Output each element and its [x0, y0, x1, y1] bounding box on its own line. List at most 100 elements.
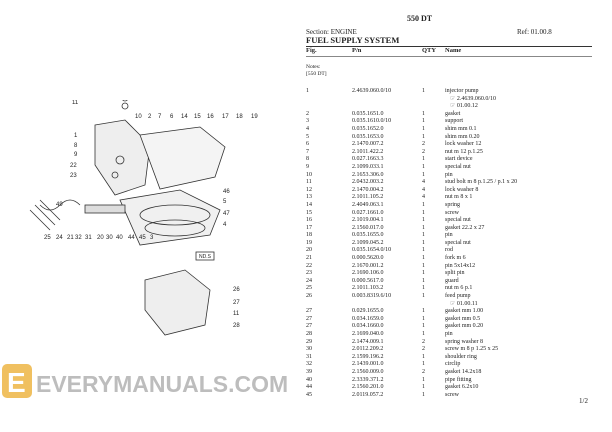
cell-fig: 9 — [306, 163, 309, 170]
page-title: FUEL SUPPLY SYSTEM — [306, 35, 400, 45]
callout-number: 44 — [128, 235, 135, 241]
cell-qty: 2 — [422, 346, 425, 353]
cell-fig: 1 — [306, 88, 309, 94]
cell-qty: 1 — [422, 353, 425, 360]
cell-pn: 2.1470.007.2 — [352, 141, 384, 148]
cell-pn: 2.0112.209.2 — [352, 346, 384, 353]
cell-name: pipe fitting — [445, 376, 472, 383]
cell-fig: 32 — [306, 361, 312, 368]
cross-ref[interactable]: ☞ 01.00.12 — [306, 103, 566, 111]
exploded-diagram: 1312111892223491027614151617181946547425… — [29, 100, 258, 336]
cell-fig: 27 — [306, 315, 312, 322]
cell-name: screw — [445, 209, 459, 216]
callout-number: 19 — [251, 114, 258, 120]
cell-qty: 1 — [422, 133, 425, 140]
cell-qty: 1 — [422, 285, 425, 292]
cell-fig: 11 — [306, 179, 312, 186]
cross-ref[interactable]: ☞ 01.00.11 — [306, 301, 566, 309]
cell-name: gasket — [445, 110, 461, 117]
cross-ref[interactable]: ☞ 2.4639.060.0/10 — [306, 96, 566, 104]
cell-fig: 30 — [306, 346, 312, 353]
cross-ref-link[interactable]: ☞ 01.00.11 — [450, 300, 478, 307]
header-rule — [306, 45, 592, 47]
cell-name: feed pump — [445, 293, 471, 300]
cell-name: split pin — [445, 270, 465, 277]
cell-fig: 16 — [306, 217, 312, 224]
cell-qty: 1 — [422, 293, 425, 300]
cell-pn: 2.1560.017.0 — [352, 224, 384, 231]
cross-ref-link[interactable]: ☞ 2.4639.060.0/10 — [450, 95, 497, 102]
cell-name: screw — [445, 391, 459, 398]
cell-pn: 2.3339.371.2 — [352, 376, 384, 383]
callout-number: 45 — [139, 235, 146, 241]
cell-fig: 39 — [306, 368, 312, 375]
cell-fig: 20 — [306, 247, 312, 254]
cell-fig: 10 — [306, 171, 312, 178]
col-pn: P/n — [352, 47, 362, 54]
cell-qty: 1 — [422, 247, 425, 254]
cell-pn: 2.1019.004.1 — [352, 217, 384, 224]
callout-number: 23 — [70, 173, 77, 179]
table-header: Fig. P/n QTY Name — [306, 47, 592, 55]
callout-number: 46 — [223, 189, 230, 195]
callout-number: 17 — [222, 114, 229, 120]
cell-fig: 27 — [306, 308, 312, 315]
cell-name: spring — [445, 201, 460, 208]
cell-pn: 2.1011.103.2 — [352, 285, 384, 292]
cell-name: circlip — [445, 361, 461, 368]
cross-ref-link[interactable]: ☞ 01.00.12 — [450, 103, 478, 110]
cell-fig: 5 — [306, 133, 309, 140]
cell-qty: 1 — [422, 163, 425, 170]
col-fig: Fig. — [306, 47, 317, 54]
callout-number: 14 — [181, 114, 188, 120]
cell-qty: 1 — [422, 224, 425, 231]
cell-name: injector pump — [445, 88, 479, 94]
cell-name: gasket mm 0.20 — [445, 323, 484, 330]
cell-name: gasket 6.2x10 — [445, 384, 479, 391]
cell-name: support — [445, 118, 463, 125]
cell-fig: 2 — [306, 110, 309, 117]
cell-fig: 12 — [306, 186, 312, 193]
cell-name: pin — [445, 331, 453, 337]
cell-fig: 4 — [306, 125, 309, 132]
callout-number: 9 — [74, 152, 78, 158]
cell-fig: 18 — [306, 232, 312, 239]
cell-name: special nut — [445, 217, 471, 224]
page-number: 1/2 — [579, 397, 588, 405]
cell-qty: 1 — [422, 125, 425, 132]
cell-pn: 2.1560.009.0 — [352, 368, 384, 375]
cell-qty: 1 — [422, 171, 425, 178]
cell-name: guard — [445, 277, 459, 284]
cell-fig: 23 — [306, 270, 312, 277]
cell-qty: 2 — [422, 148, 425, 155]
cell-name: gasket mm 0.5 — [445, 315, 481, 322]
cell-name: special nut — [445, 163, 471, 170]
cell-qty: 1 — [422, 232, 425, 239]
cell-name: gasket 14.2x18 — [445, 368, 482, 375]
cell-pn: 0.034.1660.0 — [352, 323, 384, 330]
callout-number: 21 — [67, 235, 74, 241]
cell-fig: 8 — [306, 156, 309, 163]
cell-qty: 4 — [422, 186, 425, 193]
callout-number: 22 — [70, 163, 77, 169]
model-title: 550 DT — [407, 14, 433, 23]
header-rule-bottom — [306, 56, 592, 57]
